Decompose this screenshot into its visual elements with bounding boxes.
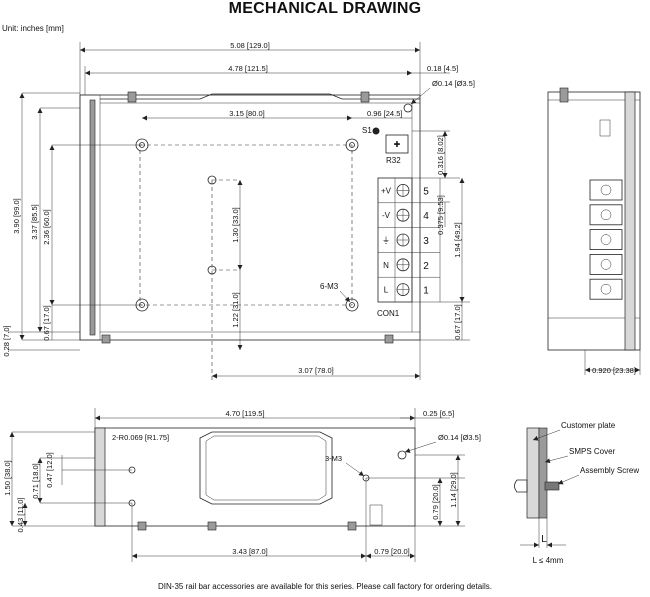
dim-overall-width: 5.08 [129.0] [230, 41, 270, 50]
dim-067-right: 0.67 [17.0] [453, 304, 462, 339]
customer-plate-shape [526, 427, 540, 519]
terminal-number: 2 [423, 261, 429, 272]
dim-bottom-079: 0.79 [20.0] [374, 547, 409, 556]
dim-front-hole-dia: Ø0.14 [Ø3.5] [438, 433, 481, 442]
svg-text:✚: ✚ [394, 140, 401, 149]
s1-trimmer-icon [372, 127, 380, 135]
top-tab-left [127, 91, 137, 103]
top-flange-edge [100, 93, 420, 100]
dim-043: 0.43 [11.0] [16, 498, 25, 533]
left-rail [89, 99, 96, 336]
side-terminal [589, 278, 623, 300]
screw-callout-6m3: 6-M3 [320, 282, 339, 291]
dim-hole-dia: Ø0.14 [Ø3.5] [432, 79, 475, 88]
unit-note: Unit: inches [mm] [2, 24, 64, 33]
terminal-label: N [383, 261, 389, 270]
dim-inner-width: 4.78 [121.5] [228, 64, 268, 73]
bottom-tab-right [384, 334, 394, 344]
terminal-label: ⏚ [382, 236, 390, 245]
side-cover [624, 91, 636, 351]
dim-047: 0.47 [12.0] [45, 452, 54, 487]
con1-label: CON1 [377, 309, 400, 318]
bottom-tab-left [101, 334, 111, 344]
dim-0375: 0.375 [9.53] [436, 195, 445, 235]
dim-right-offset: 0.18 [4.5] [427, 64, 458, 73]
terminal-number: 3 [423, 236, 429, 247]
front-vent-cutout [199, 431, 333, 505]
terminal-label: L [384, 286, 389, 295]
l-limit-label: L ≤ 4mm [533, 556, 564, 565]
dim-bottom-343: 3.43 [87.0] [232, 547, 267, 556]
side-terminal [589, 204, 623, 226]
side-terminal-stack [589, 179, 623, 300]
dim-028: 0.28 [7.0] [2, 325, 11, 356]
footer-note: DIN-35 rail bar accessories are availabl… [158, 582, 492, 591]
dim-side-depth: 0.920 [23.38] [592, 366, 636, 375]
assembly-screw-label: Assembly Screw [580, 466, 639, 475]
drawing-title: MECHANICAL DRAWING [228, 0, 422, 17]
dim-0316: 0.316 [8.02] [436, 135, 445, 175]
screw-callout-3m3: 3-M3 [325, 454, 342, 463]
dim-337: 3.37 [85.5] [30, 204, 39, 239]
dim-130: 1.30 [33.0] [231, 207, 240, 242]
dim-front-width: 4.70 [119.5] [225, 409, 264, 418]
assembly-detail: Customer plate SMPS Cover Assembly Screw… [514, 421, 639, 565]
terminal-label: -V [382, 211, 391, 220]
r32-label: R32 [386, 156, 401, 165]
terminal-number: 5 [423, 186, 429, 197]
terminal-number: 4 [423, 211, 429, 222]
r32-box [385, 134, 409, 154]
mounting-hole-icon [403, 103, 413, 113]
dim-hole-right: 0.96 [24.5] [367, 109, 402, 118]
side-housing [547, 91, 641, 351]
dim-front-right-offset: 0.25 [6.5] [423, 409, 454, 418]
left-flange [79, 94, 101, 341]
smps-cover-label: SMPS Cover [569, 447, 616, 456]
dim-overall-height: 3.90 [99.0] [12, 198, 21, 233]
front-view: 4.70 [119.5] 0.25 [6.5] 2-R0.069 [R1.75]… [3, 408, 481, 562]
dim-067-left: 0.67 [17.0] [42, 305, 51, 340]
terminal-row: +V 5 [381, 183, 429, 197]
terminal-label: +V [381, 186, 392, 195]
pcb-outline [139, 144, 353, 306]
terminal-row: -V 4 [378, 202, 440, 222]
customer-plate-label: Customer plate [561, 421, 616, 430]
dim-150: 1.50 [38.0] [3, 460, 12, 495]
smps-cover-shape [538, 427, 548, 519]
side-terminal [589, 253, 623, 275]
dim-122: 1.22 [31.0] [231, 292, 240, 327]
dim-071: 0.71 [18.0] [31, 463, 40, 498]
assembly-screw-shape [544, 481, 560, 491]
top-tab-right [360, 91, 370, 103]
s1-label: S1 [362, 126, 372, 135]
front-hole-icon [397, 450, 407, 460]
dim-114: 1.14 [29.0] [449, 472, 458, 507]
front-housing [94, 427, 416, 527]
terminal-row: ⏚3 [378, 227, 440, 247]
dim-236: 2.36 [60.0] [42, 209, 51, 244]
dim-bottom-width: 3.07 [78.0] [298, 366, 333, 375]
dim-radius: 2-R0.069 [R1.75] [112, 433, 169, 442]
dim-079-right: 0.79 [20.0] [431, 484, 440, 519]
side-terminal [589, 179, 623, 201]
side-terminal [589, 229, 623, 251]
side-view: 0.920 [23.38] [547, 87, 641, 375]
terminal-number: 1 [423, 286, 429, 297]
screw-boss-icons [135, 138, 359, 312]
l-label: L [541, 534, 547, 545]
dim-194: 1.94 [49.2] [453, 222, 462, 257]
dim-hole-spacing-x: 3.15 [80.0] [229, 109, 264, 118]
